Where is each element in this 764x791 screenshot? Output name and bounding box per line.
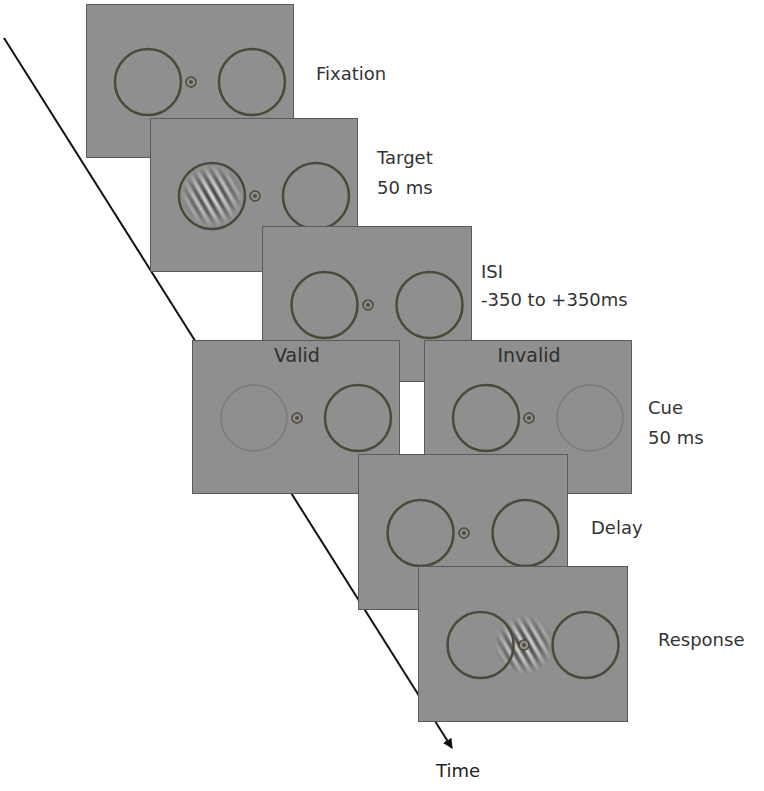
phase-label: ISI [481, 261, 503, 283]
cue-condition: Invalid [425, 344, 633, 367]
phase-label: Fixation [316, 63, 386, 85]
phase-label: Response [658, 629, 744, 651]
phase-label: 50 ms [648, 427, 704, 449]
phase-label: Delay [591, 517, 643, 539]
phase-label: -350 to +350ms [481, 289, 628, 311]
gabor-patch [494, 615, 554, 675]
display-screen: Response [418, 566, 628, 722]
gabor-patch [181, 165, 243, 227]
phase-label: Target [377, 147, 433, 169]
screen-display [419, 567, 629, 723]
axis-label: Time [436, 760, 480, 781]
cue-condition: Valid [193, 344, 401, 367]
phase-label: 50 ms [377, 177, 433, 199]
phase-label: Cue [648, 397, 683, 419]
